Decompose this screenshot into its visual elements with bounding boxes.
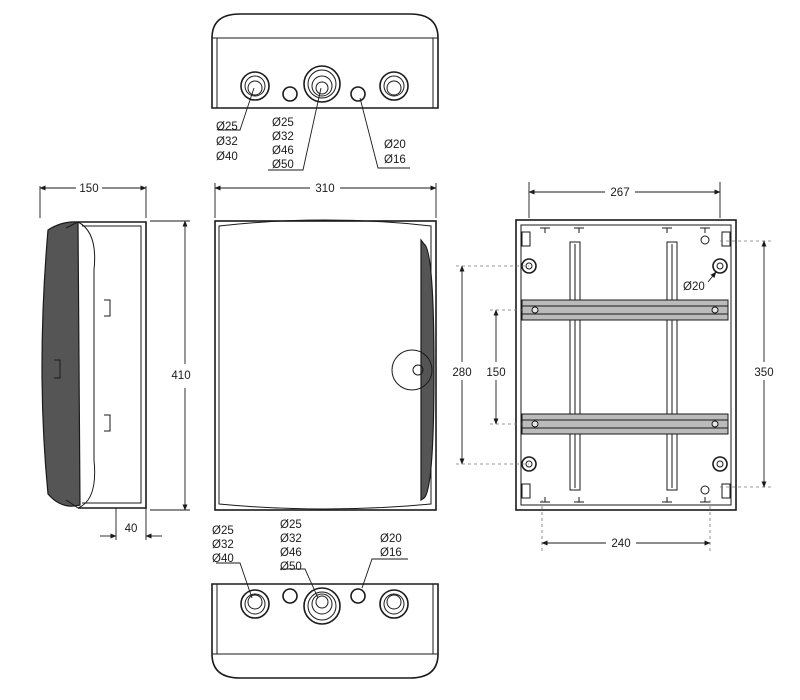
back-mount-hole-label: Ø20 xyxy=(683,281,705,293)
back-view: Ø20 267 240 280 150 350 xyxy=(449,182,777,552)
back-height-inner-label: 150 xyxy=(486,367,505,379)
top-hole-label-right-1: Ø20 xyxy=(384,139,406,151)
bottom-hole-label-left-1: Ø25 xyxy=(212,525,234,537)
top-hole-label-center-1: Ø25 xyxy=(272,117,294,129)
door-latch xyxy=(391,349,433,391)
top-hole-label-left-1: Ø25 xyxy=(216,121,238,133)
bottom-knockout-hole-small-right xyxy=(350,588,366,604)
back-width-bottom-label: 240 xyxy=(611,538,630,550)
front-view: 310 410 xyxy=(150,180,437,511)
knockout-hole-large-left xyxy=(240,71,270,101)
mount-hole-top-right xyxy=(712,258,728,274)
top-hole-label-center-3: Ø46 xyxy=(272,145,294,157)
knockout-hole-large-right xyxy=(379,71,409,101)
bottom-hole-label-left-2: Ø32 xyxy=(212,539,234,551)
bottom-hole-label-left-3: Ø40 xyxy=(212,553,234,565)
bottom-hole-label-center-2: Ø32 xyxy=(280,533,302,545)
bottom-knockout-hole-small-left xyxy=(282,588,298,604)
top-hole-label-right-2: Ø16 xyxy=(384,154,406,166)
knockout-hole-small-right xyxy=(350,86,366,102)
bottom-hole-label-center-1: Ø25 xyxy=(280,519,302,531)
side-depth-label: 150 xyxy=(79,183,98,195)
din-rail-top xyxy=(521,299,729,321)
mount-hole-bottom-right xyxy=(712,456,728,472)
bottom-view: Ø25 Ø32 Ø40 Ø25 Ø32 Ø46 Ø50 Ø20 Ø16 xyxy=(211,519,439,679)
front-height-label: 410 xyxy=(171,370,190,382)
knockout-hole-small-left xyxy=(282,86,298,102)
side-view: 150 40 xyxy=(39,180,162,540)
side-offset-label: 40 xyxy=(125,523,138,535)
top-hole-label-left-2: Ø32 xyxy=(216,136,238,148)
top-hole-label-center-2: Ø32 xyxy=(272,131,294,143)
back-width-top-label: 267 xyxy=(610,187,629,199)
bottom-hole-label-right-2: Ø16 xyxy=(380,547,402,559)
front-width-label: 310 xyxy=(315,183,334,195)
top-hole-label-center-4: Ø50 xyxy=(272,159,294,171)
back-height-outer-label: 350 xyxy=(754,367,773,379)
top-hole-label-left-3: Ø40 xyxy=(216,151,238,163)
bottom-hole-label-center-4: Ø50 xyxy=(280,561,302,573)
bottom-knockout-hole-center xyxy=(303,587,341,625)
bottom-knockout-hole-large-left xyxy=(240,589,270,619)
knockout-hole-center xyxy=(303,65,341,103)
din-rail-bottom xyxy=(521,413,729,435)
bottom-hole-label-center-3: Ø46 xyxy=(280,547,302,559)
top-view: Ø25 Ø32 Ø40 Ø25 Ø32 Ø46 Ø50 Ø20 Ø16 xyxy=(211,13,439,171)
bottom-knockout-hole-large-right xyxy=(379,589,409,619)
bottom-hole-label-right-1: Ø20 xyxy=(380,533,402,545)
back-height-mid-label: 280 xyxy=(452,367,471,379)
